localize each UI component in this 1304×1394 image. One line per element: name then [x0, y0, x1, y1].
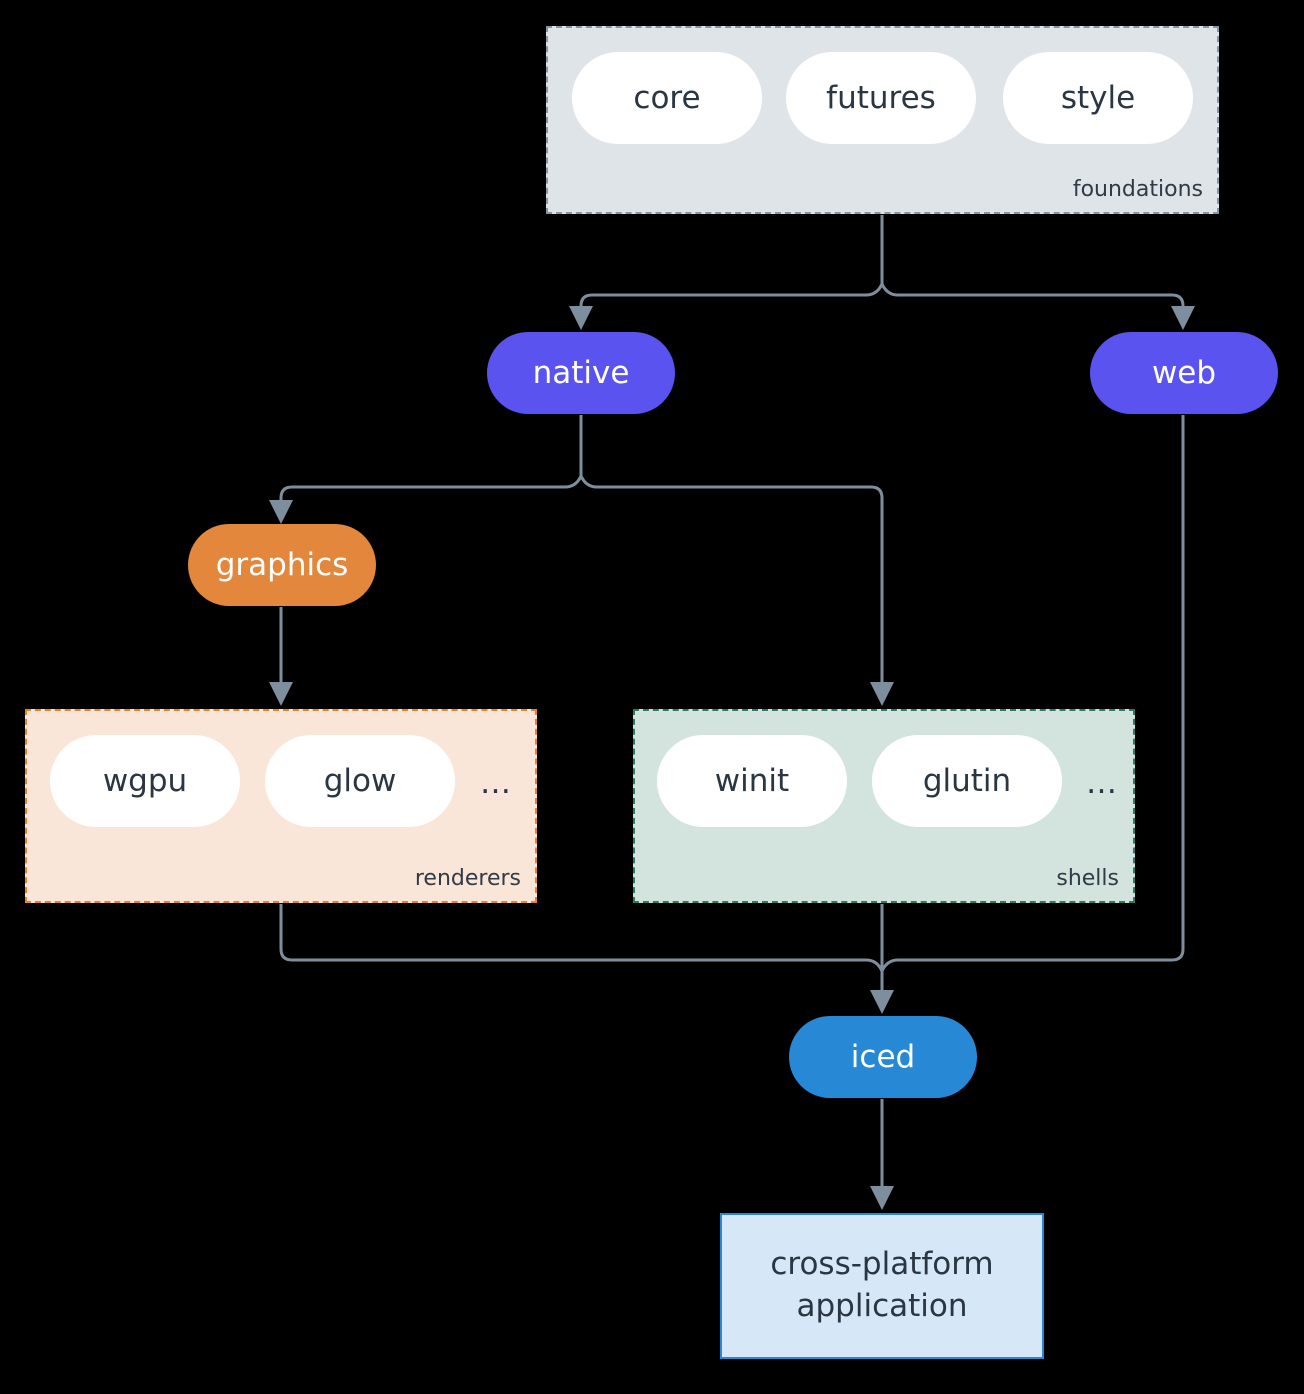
edge-foundations-native: [569, 215, 884, 330]
node-glow[interactable]: glow: [265, 735, 455, 827]
edge-foundations-web: [880, 283, 1195, 330]
node-native[interactable]: native: [487, 332, 675, 414]
shells-ellipsis: …: [1086, 765, 1118, 801]
node-cross-platform-application[interactable]: cross-platform application: [720, 1213, 1044, 1359]
edge-renderers-iced: [279, 904, 884, 972]
node-iced[interactable]: iced: [789, 1016, 977, 1098]
edge-native-graphics: [269, 415, 583, 524]
node-glutin[interactable]: glutin: [872, 735, 1062, 827]
renderers-ellipsis: …: [480, 765, 512, 801]
node-wgpu[interactable]: wgpu: [50, 735, 240, 827]
node-style[interactable]: style: [1003, 52, 1193, 144]
node-core[interactable]: core: [572, 52, 762, 144]
application-line-2: application: [796, 1288, 968, 1324]
node-web[interactable]: web: [1090, 332, 1278, 414]
cluster-label-renderers: renderers: [414, 866, 521, 891]
node-graphics[interactable]: graphics: [188, 524, 376, 606]
cluster-label-shells: shells: [1056, 866, 1119, 891]
node-futures[interactable]: futures: [786, 52, 976, 144]
node-winit[interactable]: winit: [657, 735, 847, 827]
edge-native-shells: [579, 475, 894, 706]
application-line-1: cross-platform: [770, 1246, 994, 1283]
cluster-label-foundations: foundations: [1072, 177, 1203, 202]
